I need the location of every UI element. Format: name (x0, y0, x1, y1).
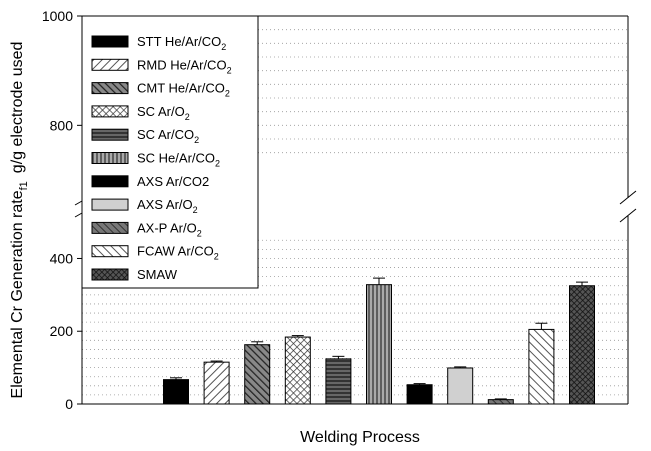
legend-swatch (91, 198, 129, 211)
legend-swatch (91, 221, 129, 234)
legend-label: SMAW (137, 267, 178, 282)
y-tick-label: 200 (50, 323, 74, 339)
legend-swatch (91, 175, 129, 188)
legend-label: AXS Ar/CO2 (137, 174, 209, 189)
bar (487, 399, 514, 405)
legend-label: RMD He/Ar/CO2 (137, 57, 232, 75)
grid-lines (82, 29, 628, 396)
y-axis-title-sub: f1 (18, 181, 30, 190)
bar (163, 379, 189, 405)
y-tick-label: 400 (50, 250, 74, 266)
y-axis-title-units: g/g electrode used (9, 42, 26, 174)
legend-swatch (91, 35, 129, 48)
bar (406, 384, 433, 405)
bar (244, 344, 271, 405)
bar (366, 284, 392, 405)
bar (325, 358, 352, 405)
legend-swatch (91, 245, 129, 258)
bar (569, 285, 595, 405)
legend-swatch (91, 105, 129, 118)
bars (163, 277, 595, 405)
y-axis-title-main: Elemental Cr Generation rate (9, 190, 26, 398)
legend-swatch (91, 58, 129, 71)
y-axis-title: Elemental Cr Generation ratef1 g/g electr… (9, 42, 30, 399)
legend-swatch (91, 128, 129, 141)
legend-label: STT He/Ar/CO2 (137, 34, 226, 52)
bar (284, 336, 311, 405)
legend-label: CMT He/Ar/CO2 (137, 81, 230, 99)
bar (447, 367, 474, 405)
y-tick-label: 800 (50, 117, 74, 133)
axis-break-mark (619, 208, 637, 223)
legend-label: AXS Ar/O2 (137, 197, 198, 215)
legend-label: SC He/Ar/CO2 (137, 151, 220, 169)
legend-label: SC Ar/O2 (137, 104, 190, 122)
y-tick-label: 0 (65, 396, 73, 412)
legend-swatch (91, 82, 129, 95)
legend-label: FCAW Ar/CO2 (137, 244, 219, 262)
bar (203, 361, 230, 405)
x-axis-title: Welding Process (300, 429, 420, 446)
bar (528, 328, 555, 405)
legend-label: AX-P Ar/O2 (137, 220, 202, 238)
legend-swatch (91, 152, 129, 164)
y-tick-label: 1000 (42, 8, 73, 24)
legend-swatch (91, 268, 129, 281)
axis-break-mark (619, 190, 637, 205)
legend-label: SC Ar/CO2 (137, 127, 199, 145)
